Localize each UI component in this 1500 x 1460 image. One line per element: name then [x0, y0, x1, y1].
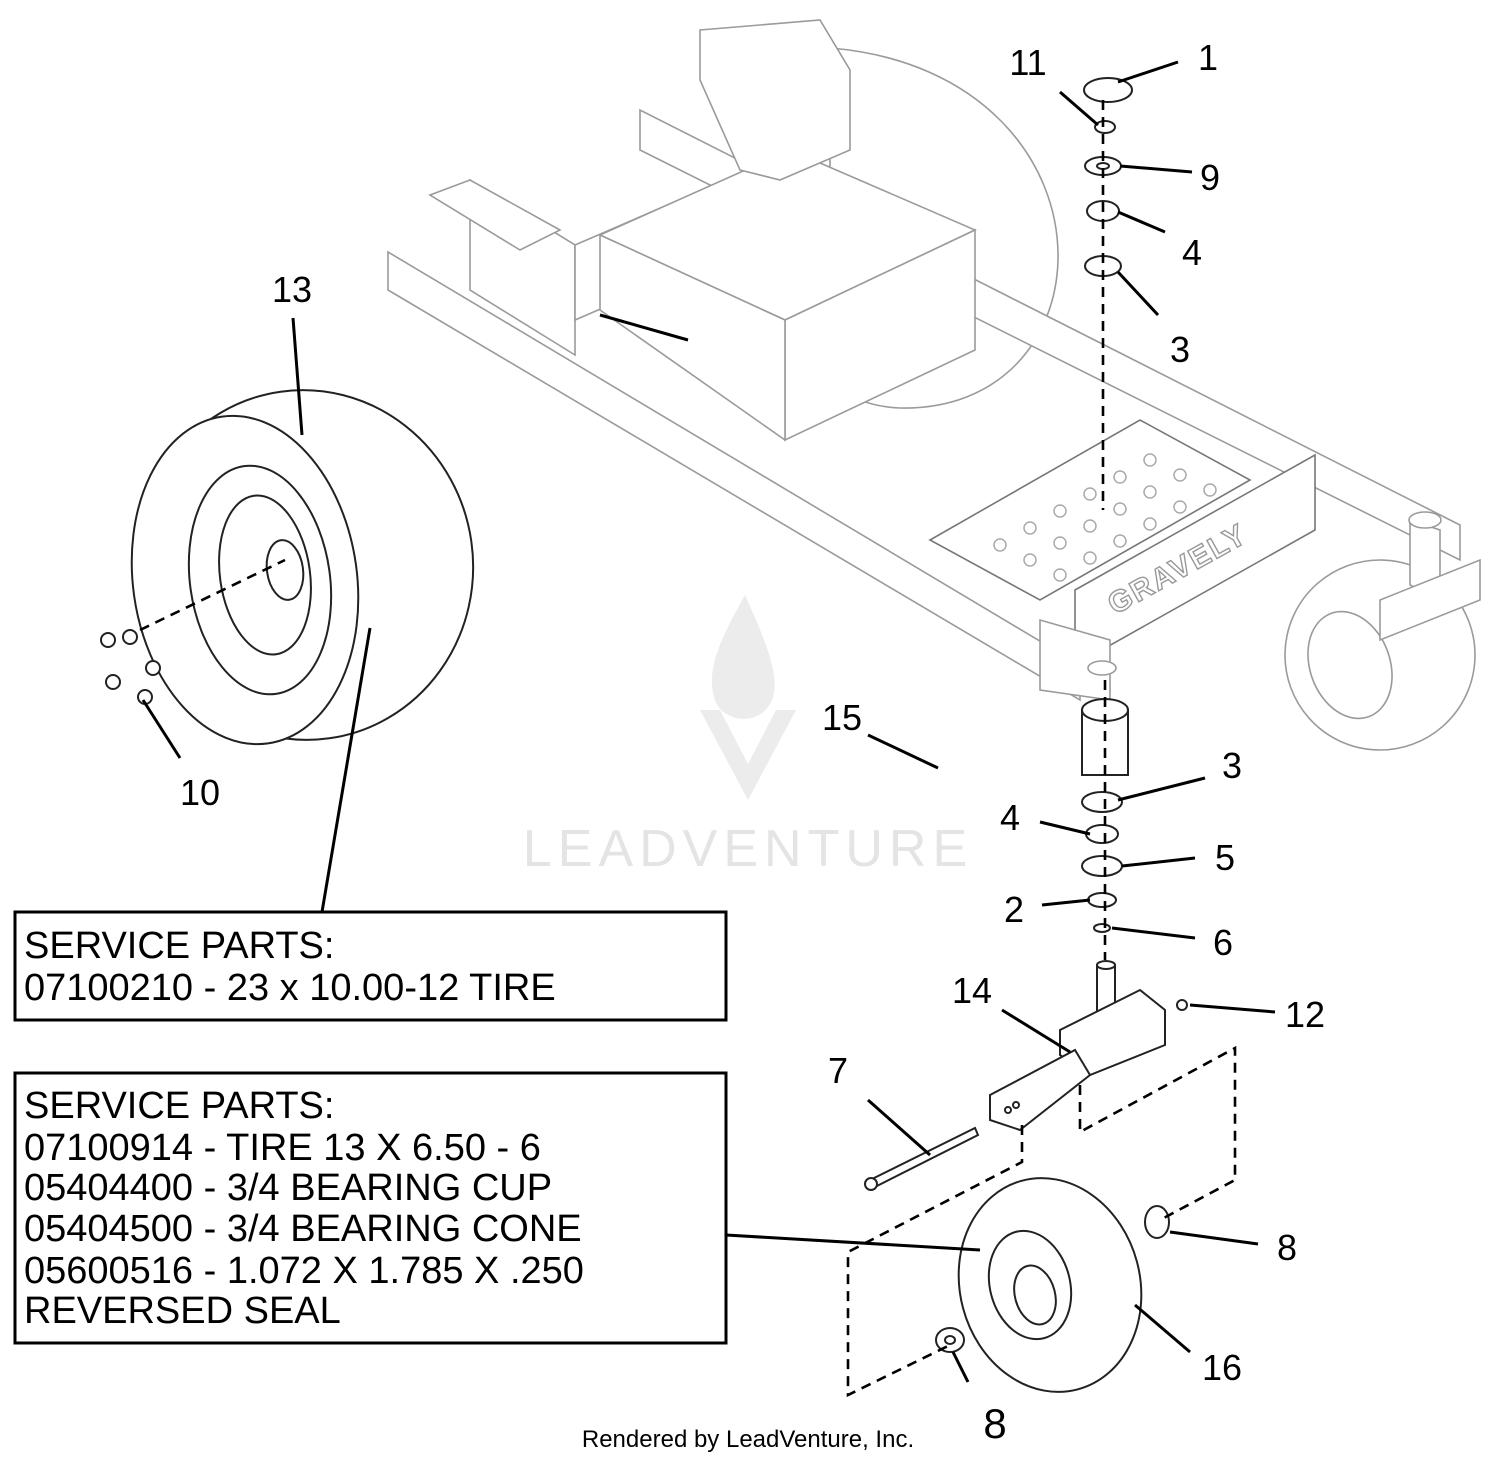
- callout-14: 14: [952, 970, 992, 1011]
- service-box-rear-tire-line-2: 07100210 - 23 x 10.00-12 TIRE: [24, 967, 556, 1009]
- render-credit: Rendered by LeadVenture, Inc.: [582, 1426, 914, 1453]
- callout-13: 13: [272, 269, 312, 310]
- caster-wheel: [935, 1177, 1170, 1393]
- callout-8-bottom: 8: [983, 1400, 1006, 1447]
- callout-2: 2: [1004, 889, 1024, 930]
- callout-11: 11: [1009, 42, 1046, 83]
- lug-nuts: [100, 629, 161, 705]
- callout-6: 6: [1213, 922, 1233, 963]
- callout-9: 9: [1200, 157, 1220, 198]
- rear-tire: [130, 389, 475, 746]
- callout-16: 16: [1202, 1347, 1242, 1388]
- callout-7: 7: [828, 1050, 848, 1091]
- watermark-text: LEADVENTURE: [523, 820, 973, 878]
- callout-8-right: 8: [1277, 1227, 1297, 1268]
- service-box-caster-line-4: 05404500 - 3/4 BEARING CONE: [24, 1208, 582, 1250]
- service-box-caster-line-1: SERVICE PARTS:: [24, 1085, 334, 1127]
- callout-3-top: 3: [1170, 329, 1190, 370]
- watermark: LEADVENTURE: [523, 595, 973, 878]
- callout-15: 15: [822, 697, 862, 738]
- service-box-caster-wheel: SERVICE PARTS: 07100914 - TIRE 13 X 6.50…: [13, 1071, 728, 1345]
- callout-1: 1: [1198, 37, 1218, 78]
- service-box-caster-line-5: 05600516 - 1.072 X 1.785 X .250: [24, 1250, 584, 1292]
- mower-frame: GRAVELY: [387, 19, 1461, 702]
- callout-4-top: 4: [1182, 232, 1202, 273]
- callout-3-lower: 3: [1222, 745, 1242, 786]
- callout-5: 5: [1215, 837, 1235, 878]
- service-box-caster-line-2: 07100914 - TIRE 13 X 6.50 - 6: [24, 1127, 541, 1169]
- service-box-caster-line-6: REVERSED SEAL: [24, 1290, 341, 1332]
- axle-bolt: [864, 1126, 980, 1191]
- service-box-caster-line-3: 05404400 - 3/4 BEARING CUP: [24, 1167, 552, 1209]
- watermark-flame-icon: [700, 595, 796, 800]
- callout-4-lower: 4: [1000, 797, 1020, 838]
- caster-fork: [989, 960, 1188, 1132]
- caster-assembly-dashline: [846, 1045, 1237, 1398]
- callout-12: 12: [1285, 994, 1325, 1035]
- service-box-rear-tire: SERVICE PARTS: 07100210 - 23 x 10.00-12 …: [13, 910, 728, 1022]
- rear-hub-dashline: [139, 558, 286, 632]
- leader-lines: [141, 60, 1276, 1383]
- top-spindle-stack: [1083, 77, 1133, 277]
- callouts: 1 11 9 4 3 13 10 15 3 4 5 2 6 14 12 7 8 …: [180, 37, 1325, 1447]
- service-box-rear-tire-line-1: SERVICE PARTS:: [24, 925, 334, 967]
- right-caster-wheel: [1284, 511, 1481, 751]
- footrest-holes: [993, 453, 1217, 582]
- callout-10: 10: [180, 772, 220, 813]
